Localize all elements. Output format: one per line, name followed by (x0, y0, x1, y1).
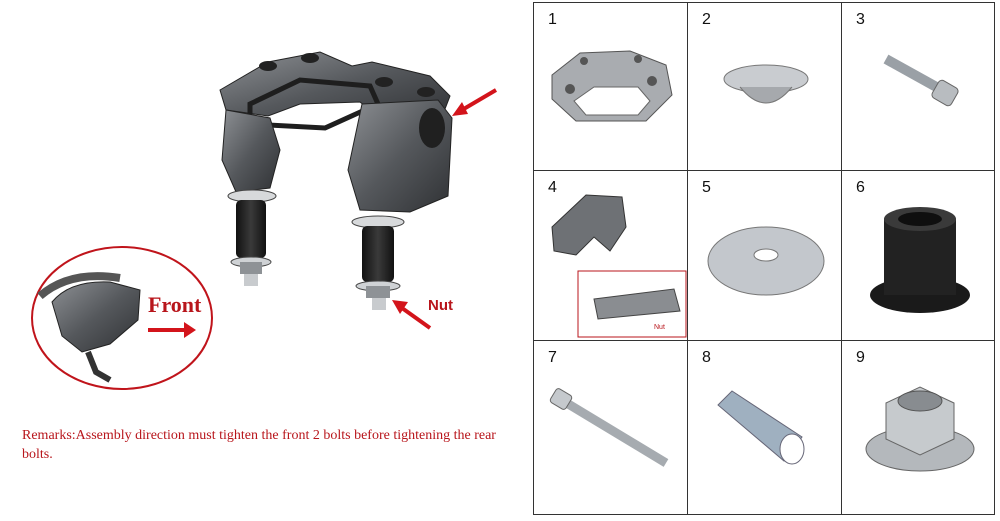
inset-nut-label: Nut (654, 324, 665, 331)
right-riser (347, 99, 453, 310)
part-number: 7 (548, 349, 557, 366)
part-number: 2 (702, 11, 711, 28)
part-number: 8 (702, 349, 711, 366)
assembly-diagram: Front Nut Remarks:Assembly direction mus… (22, 51, 498, 462)
riser-assembly-illustration (31, 51, 498, 390)
clamp-cap-icon: Nut (551, 194, 687, 338)
part-cell-2: 2 (688, 3, 842, 171)
part-number: 6 (856, 179, 865, 196)
part-cell-9: 9 (842, 341, 995, 514)
part-number: 4 (548, 179, 557, 196)
rubber-bushing-icon (870, 207, 970, 313)
front-label: Front (148, 292, 202, 317)
nut-label: Nut (428, 297, 453, 314)
part-cell-3: 3 (842, 3, 995, 171)
front-detail-callout (31, 246, 213, 390)
assembly-remarks: Remarks:Assembly direction must tighten … (22, 428, 496, 462)
part-number: 3 (856, 11, 865, 28)
long-bolt-icon (549, 388, 669, 467)
part-number: 1 (548, 11, 557, 28)
dome-cap-icon (723, 64, 809, 104)
part-number: 9 (856, 349, 865, 366)
arrow-top-right (452, 88, 498, 116)
part-cell-8: 8 (688, 341, 842, 514)
bridge-plate-icon (551, 50, 673, 122)
part-cell-7: 7 (534, 341, 688, 514)
part-cell-5: 5 (688, 171, 842, 341)
flange-nut-icon (865, 386, 975, 472)
parts-grid: 1 2 3 4 Nut 5 (533, 2, 995, 515)
part-number: 5 (702, 179, 711, 196)
arrow-nut (392, 300, 432, 330)
part-cell-1: 1 (534, 3, 688, 171)
socket-bolt-icon (883, 54, 959, 107)
part-cell-6: 6 (842, 171, 995, 341)
left-riser (221, 109, 281, 286)
sleeve-icon (717, 390, 805, 465)
part-cell-4: 4 Nut (534, 171, 688, 341)
washer-icon (707, 226, 825, 296)
